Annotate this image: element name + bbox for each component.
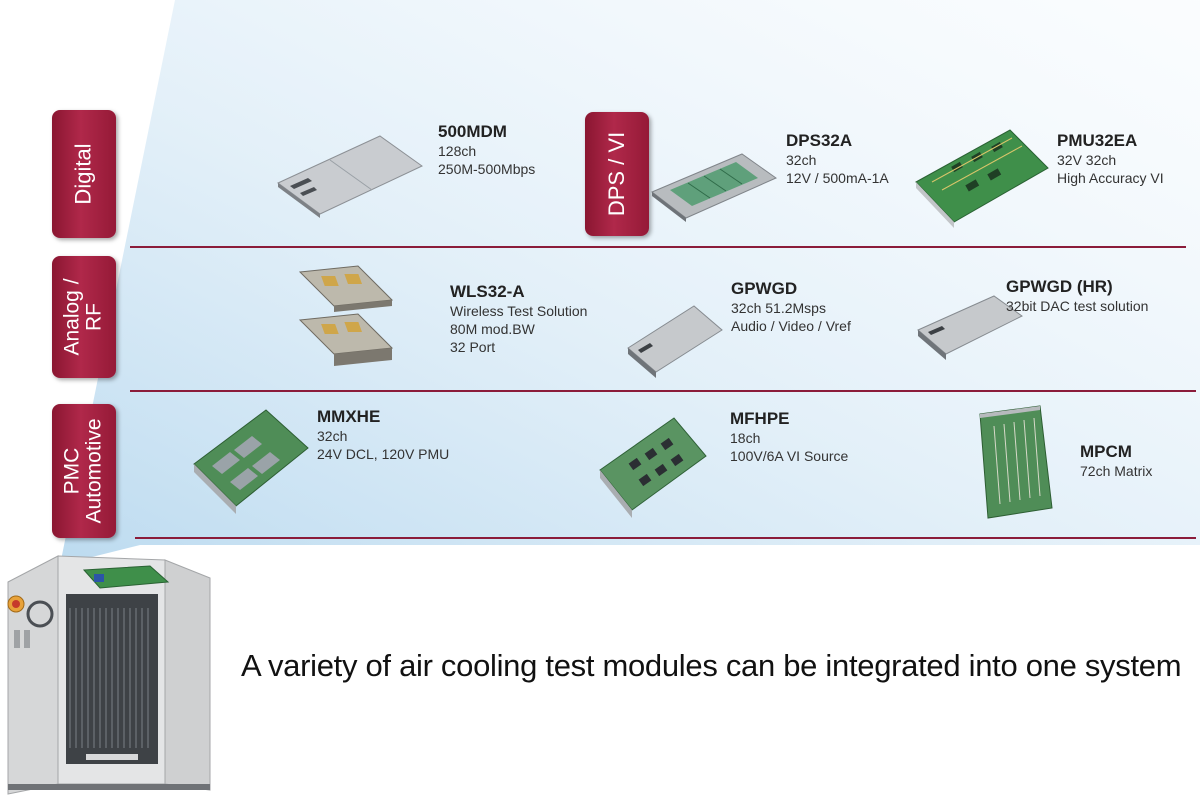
divider-line bbox=[130, 390, 1196, 392]
module-spec: 250M-500Mbps bbox=[438, 161, 536, 177]
module-name: DPS32A bbox=[786, 131, 853, 150]
module-spec: 32V 32ch bbox=[1057, 152, 1117, 168]
module-name: MPCM bbox=[1080, 442, 1132, 461]
mfhpe-card-image bbox=[599, 417, 707, 518]
module-spec: 24V DCL, 120V PMU bbox=[317, 446, 450, 462]
module-spec: 12V / 500mA-1A bbox=[786, 170, 889, 186]
module-name: 500MDM bbox=[438, 122, 507, 141]
module-spec: High Accuracy VI bbox=[1057, 170, 1164, 186]
500mdm-card-image bbox=[277, 135, 423, 218]
mmxhe-card-image bbox=[193, 409, 309, 514]
tagline: A variety of air cooling test modules ca… bbox=[241, 648, 1182, 683]
category-dps-vi: DPS / VI bbox=[585, 112, 649, 236]
module-gpwgd: GPWGD 32ch 51.2Msps Audio / Video / Vref bbox=[731, 279, 851, 335]
module-spec: Wireless Test Solution bbox=[450, 303, 588, 319]
module-500mdm: 500MDM 128ch 250M-500Mbps bbox=[438, 122, 535, 178]
category-digital: Digital bbox=[52, 110, 116, 238]
wls32a-card-image bbox=[298, 265, 394, 366]
category-dps-vi-label: DPS / VI bbox=[604, 131, 630, 217]
module-spec: 32 Port bbox=[450, 339, 496, 355]
module-pmu32ea: PMU32EA 32V 32ch High Accuracy VI bbox=[1057, 131, 1164, 187]
tester-system-image bbox=[7, 555, 211, 795]
mpcm-card-image bbox=[979, 405, 1053, 519]
module-spec: Audio / Video / Vref bbox=[731, 318, 851, 334]
module-spec: 80M mod.BW bbox=[450, 321, 535, 337]
module-spec: 32ch 51.2Msps bbox=[731, 300, 826, 316]
module-wls32a: WLS32-A Wireless Test Solution 80M mod.B… bbox=[450, 282, 587, 356]
module-spec: 72ch Matrix bbox=[1080, 463, 1153, 479]
module-name: GPWGD (HR) bbox=[1006, 277, 1113, 296]
module-spec: 18ch bbox=[730, 430, 761, 446]
module-name: GPWGD bbox=[731, 279, 798, 298]
pmu32ea-card-image bbox=[915, 129, 1049, 228]
module-name: MFHPE bbox=[730, 409, 790, 428]
category-analog-rf-label: Analog / RF bbox=[61, 278, 106, 356]
category-pmc-automotive: PMC Automotive bbox=[52, 404, 116, 538]
module-spec: 32ch bbox=[786, 152, 817, 168]
dps32a-card-image bbox=[651, 153, 778, 222]
module-spec: 32bit DAC test solution bbox=[1006, 298, 1149, 314]
category-pmc-automotive-label: PMC Automotive bbox=[61, 418, 106, 524]
divider-line bbox=[130, 246, 1186, 248]
module-dps32a: DPS32A 32ch 12V / 500mA-1A bbox=[786, 131, 889, 187]
module-name: MMXHE bbox=[317, 407, 381, 426]
module-spec: 100V/6A VI Source bbox=[730, 448, 849, 464]
module-mpcm: MPCM 72ch Matrix bbox=[1080, 442, 1152, 480]
module-mfhpe: MFHPE 18ch 100V/6A VI Source bbox=[730, 409, 848, 465]
category-digital-label: Digital bbox=[70, 143, 96, 205]
divider-line bbox=[135, 537, 1196, 539]
module-gpwgd-hr: GPWGD (HR) 32bit DAC test solution bbox=[1006, 277, 1148, 315]
category-analog-rf: Analog / RF bbox=[52, 256, 116, 378]
gpwgd-card-image bbox=[627, 305, 723, 378]
module-name: WLS32-A bbox=[450, 282, 525, 301]
gpwgd-hr-card-image bbox=[917, 295, 1023, 360]
module-name: PMU32EA bbox=[1057, 131, 1138, 150]
module-mmxhe: MMXHE 32ch 24V DCL, 120V PMU bbox=[317, 407, 449, 463]
module-spec: 32ch bbox=[317, 428, 348, 444]
module-spec: 128ch bbox=[438, 143, 477, 159]
